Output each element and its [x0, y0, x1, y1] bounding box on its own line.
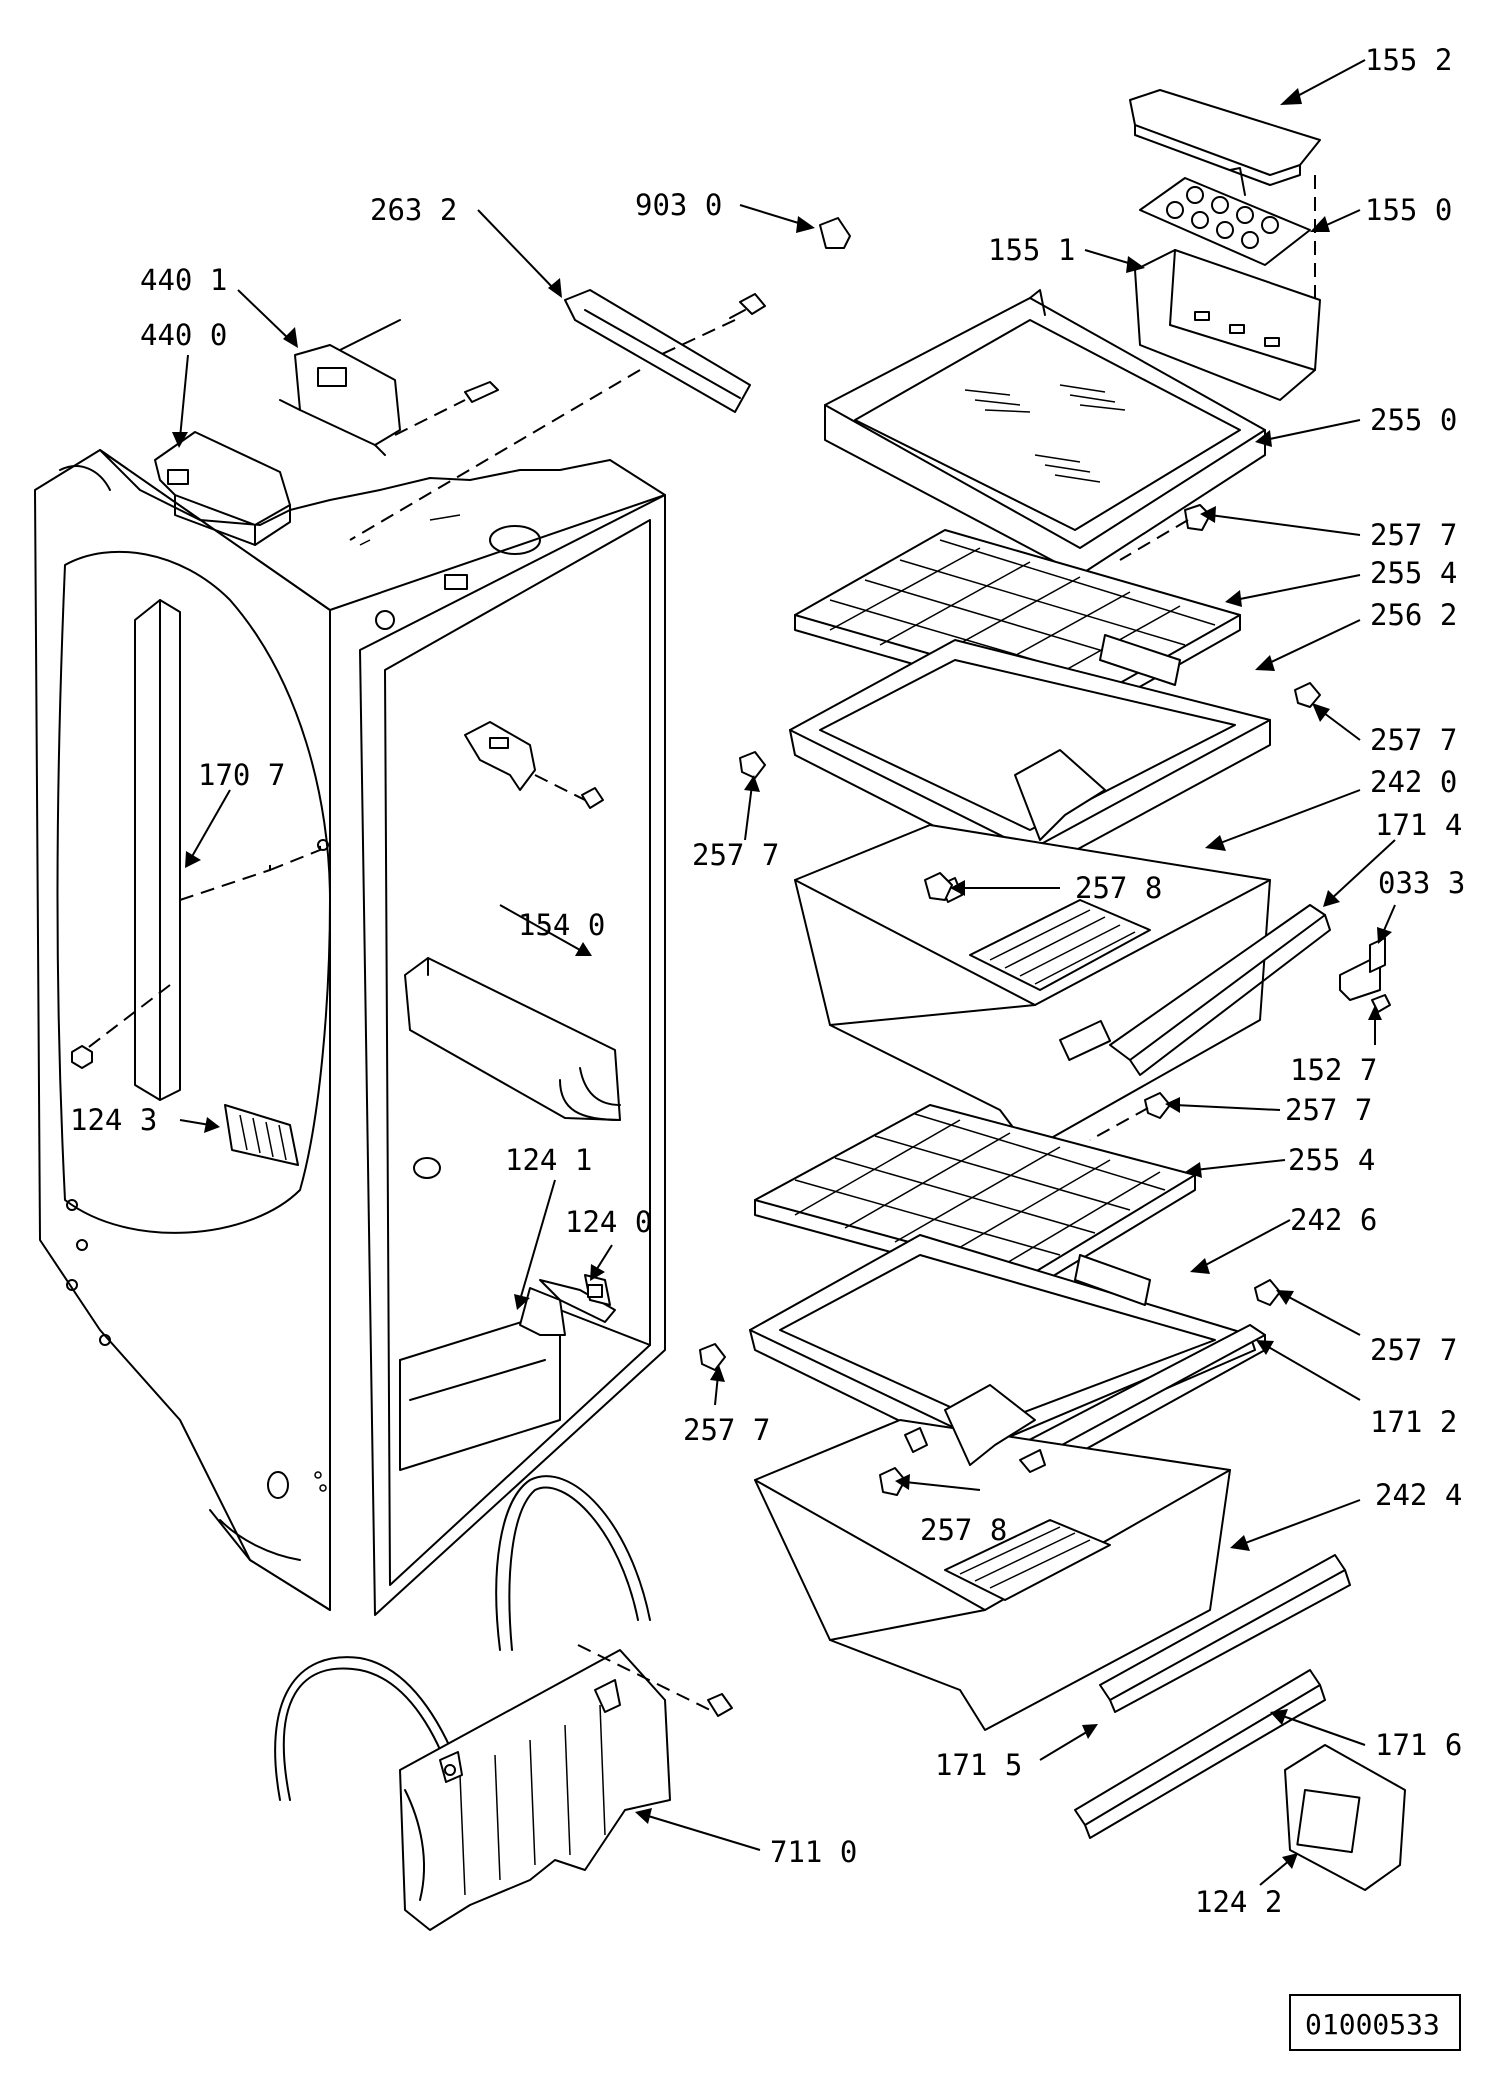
callout-155-0: 155 0 — [1365, 193, 1452, 227]
callout-242-0: 242 0 — [1370, 765, 1457, 799]
callout-154-0: 154 0 — [518, 908, 605, 942]
callout-257-8-a: 257 8 — [1075, 871, 1162, 905]
callout-171-4: 171 4 — [1375, 808, 1462, 842]
callout-257-7-b: 257 7 — [1370, 723, 1457, 757]
shelf-screw — [1184, 504, 1211, 531]
callout-171-6: 171 6 — [1375, 1728, 1462, 1762]
callout-903-0: 903 0 — [635, 188, 722, 222]
callout-711-0: 711 0 — [770, 1835, 857, 1869]
crisper-drawer-upper — [794, 749, 1271, 1151]
light-cover — [1284, 1744, 1406, 1891]
crisper-cover-frame-lower — [749, 1234, 1256, 1466]
callout-171-2: 171 2 — [1370, 1405, 1457, 1439]
callout-171-5: 171 5 — [935, 1748, 1022, 1782]
callout-155-2: 155 2 — [1365, 43, 1452, 77]
document-number-box: 01000533 — [1289, 1994, 1461, 2051]
light-bracket — [519, 1274, 616, 1336]
air-duct — [404, 957, 621, 1121]
callout-257-7-f: 257 7 — [683, 1413, 770, 1447]
callout-124-3: 124 3 — [70, 1103, 157, 1137]
control-housing — [154, 319, 499, 546]
callout-124-2: 124 2 — [1195, 1885, 1282, 1919]
leader-lines — [172, 59, 1396, 1886]
drain-hole — [413, 1157, 441, 1179]
callout-257-7-a: 257 7 — [1370, 518, 1457, 552]
callout-255-4-a: 255 4 — [1370, 556, 1457, 590]
drawer-stop-screw — [879, 1467, 906, 1496]
dairy-bin — [1134, 249, 1321, 401]
glass-shelf-top — [824, 289, 1266, 610]
drawer-slide-rail-upper — [1109, 904, 1331, 1076]
shelf-screw — [1144, 1092, 1171, 1119]
callout-033-3: 033 3 — [1378, 866, 1465, 900]
rail-clip — [1339, 937, 1391, 1013]
document-number: 01000533 — [1305, 2008, 1440, 2041]
shelf-screw — [739, 751, 766, 779]
callout-257-8-b: 257 8 — [920, 1513, 1007, 1547]
callout-124-1: 124 1 — [505, 1143, 592, 1177]
drawer-rail-bottom — [1074, 1554, 1351, 1839]
callout-152-7: 152 7 — [1290, 1053, 1377, 1087]
shelf-screw — [699, 1343, 726, 1371]
callout-242-6: 242 6 — [1290, 1203, 1377, 1237]
dairy-door — [1129, 89, 1321, 186]
crisper-drawer-lower — [754, 1384, 1231, 1731]
shelf-support-channel — [71, 599, 329, 1101]
crisper-cover-frame — [789, 634, 1271, 876]
callout-155-1: 155 1 — [988, 233, 1075, 267]
callout-255-4-b: 255 4 — [1288, 1143, 1375, 1177]
callout-263-2: 263 2 — [370, 193, 457, 227]
drawer-rail-end — [1019, 1449, 1046, 1473]
callout-440-1: 440 1 — [140, 263, 227, 297]
clip-part — [819, 217, 851, 249]
callout-124-0: 124 0 — [565, 1205, 652, 1239]
air-vent-grille — [224, 1104, 299, 1166]
callout-labels: 155 2 155 0 155 1 903 0 263 2 440 1 440 … — [70, 43, 1465, 1919]
callout-257-7-d: 257 7 — [1285, 1093, 1372, 1127]
callout-257-7-e: 257 7 — [1370, 1333, 1457, 1367]
callout-257-7-c: 257 7 — [692, 838, 779, 872]
egg-tray — [1139, 167, 1311, 266]
alignment-line — [1119, 519, 1189, 561]
condensate-tray-and-tube — [274, 1475, 733, 1931]
callout-440-0: 440 0 — [140, 318, 227, 352]
shelf-screw — [1294, 682, 1321, 708]
shelf-screw — [1254, 1279, 1281, 1306]
callout-256-2: 256 2 — [1370, 598, 1457, 632]
alignment-line — [1089, 1107, 1149, 1141]
liner-bracket — [464, 721, 604, 809]
callout-242-4: 242 4 — [1375, 1478, 1462, 1512]
top-rail — [349, 289, 766, 541]
drawer-stop-screw — [924, 872, 953, 901]
callout-255-0: 255 0 — [1370, 403, 1457, 437]
callout-170-7: 170 7 — [198, 758, 285, 792]
